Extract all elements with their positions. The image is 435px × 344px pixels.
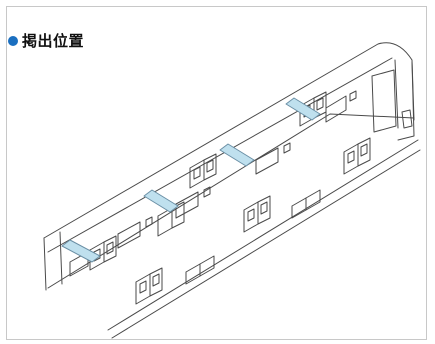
- near-wall-openings: [135, 137, 371, 305]
- placement-marker-1: [61, 239, 101, 263]
- far-doors: [89, 91, 327, 271]
- bullet-icon: [8, 35, 18, 46]
- placement-marker-2: [143, 189, 179, 213]
- placement-marker-4: [285, 97, 321, 121]
- figure-title: 掲出位置: [22, 32, 85, 50]
- car-body-outline: [43, 42, 421, 339]
- title-row: 掲出位置: [8, 30, 84, 51]
- far-windows: [69, 90, 357, 277]
- placement-markers: [61, 97, 321, 263]
- placement-marker-3: [219, 143, 255, 167]
